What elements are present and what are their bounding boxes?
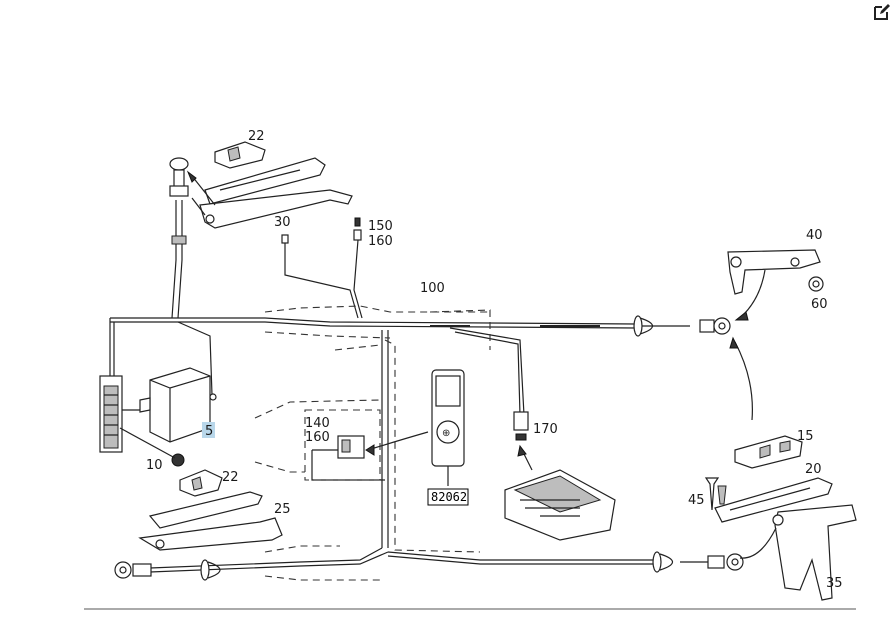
part-25-bracket[interactable] — [138, 491, 283, 551]
callout-170: 170 — [533, 422, 558, 437]
part-45-clips[interactable] — [704, 477, 727, 511]
left-connector-block[interactable] — [99, 375, 140, 453]
relay-82062[interactable]: ⊕ — [431, 369, 465, 486]
main-harness — [109, 200, 655, 573]
callout-160-top: 160 — [368, 234, 393, 249]
part-15[interactable] — [734, 435, 803, 469]
arrowhead-relay — [365, 444, 375, 456]
callout-5-highlight — [202, 422, 215, 438]
callout-82062-box — [427, 488, 469, 506]
part-10-nut[interactable] — [119, 427, 185, 467]
callout-82062: 82062 — [431, 490, 467, 504]
arrowhead-30 — [186, 170, 197, 183]
arrowhead-40 — [734, 311, 749, 321]
grommet-right-top — [633, 315, 690, 337]
callout-15: 15 — [797, 429, 814, 444]
part-40-bracket[interactable] — [727, 249, 821, 295]
callout-35: 35 — [826, 576, 843, 591]
arrow-30 — [191, 175, 216, 206]
svg-text:⊕: ⊕ — [442, 428, 450, 439]
callout-40: 40 — [806, 228, 823, 243]
connector-140-160[interactable] — [312, 435, 365, 459]
part-30-bracket[interactable] — [191, 189, 353, 229]
grommet-right-bottom — [652, 551, 744, 573]
callout-160-mid: 160 — [305, 430, 330, 445]
connector-170[interactable] — [513, 411, 529, 441]
arrow-35 — [739, 527, 777, 559]
part-22-bottom[interactable] — [179, 469, 223, 497]
fuse-box[interactable] — [504, 469, 616, 541]
callout-10: 10 — [146, 458, 163, 473]
callout-22-top: 22 — [248, 129, 265, 144]
callout-labels: 22 30 150 160 100 40 60 5 10 140 160 170… — [146, 129, 843, 591]
plug-right-top — [699, 317, 731, 335]
callout-45: 45 — [688, 493, 705, 508]
edit-icon[interactable] — [873, 3, 891, 21]
callout-5: 5 — [205, 424, 213, 439]
callout-150: 150 — [368, 219, 393, 234]
dashed-routing — [254, 305, 491, 581]
arrow-to-relay — [367, 431, 429, 451]
callout-60: 60 — [811, 297, 828, 312]
top-left-sensor — [169, 157, 189, 245]
callout-20: 20 — [805, 462, 822, 477]
grommet-left-bottom — [114, 559, 221, 581]
callout-140: 140 — [305, 416, 330, 431]
callout-22-bottom: 22 — [222, 470, 239, 485]
part-60-nut[interactable] — [808, 276, 824, 292]
arrowhead-170 — [517, 444, 527, 457]
part-22-top[interactable] — [204, 141, 326, 205]
arrowhead-15 — [729, 336, 739, 349]
part-35-bracket[interactable] — [772, 504, 857, 601]
terminals-150-160 — [281, 217, 362, 244]
callout-30: 30 — [274, 215, 291, 230]
callout-25: 25 — [274, 502, 291, 517]
callout-100: 100 — [420, 281, 445, 296]
part-20[interactable] — [714, 477, 833, 523]
arrow-15 — [734, 341, 753, 421]
